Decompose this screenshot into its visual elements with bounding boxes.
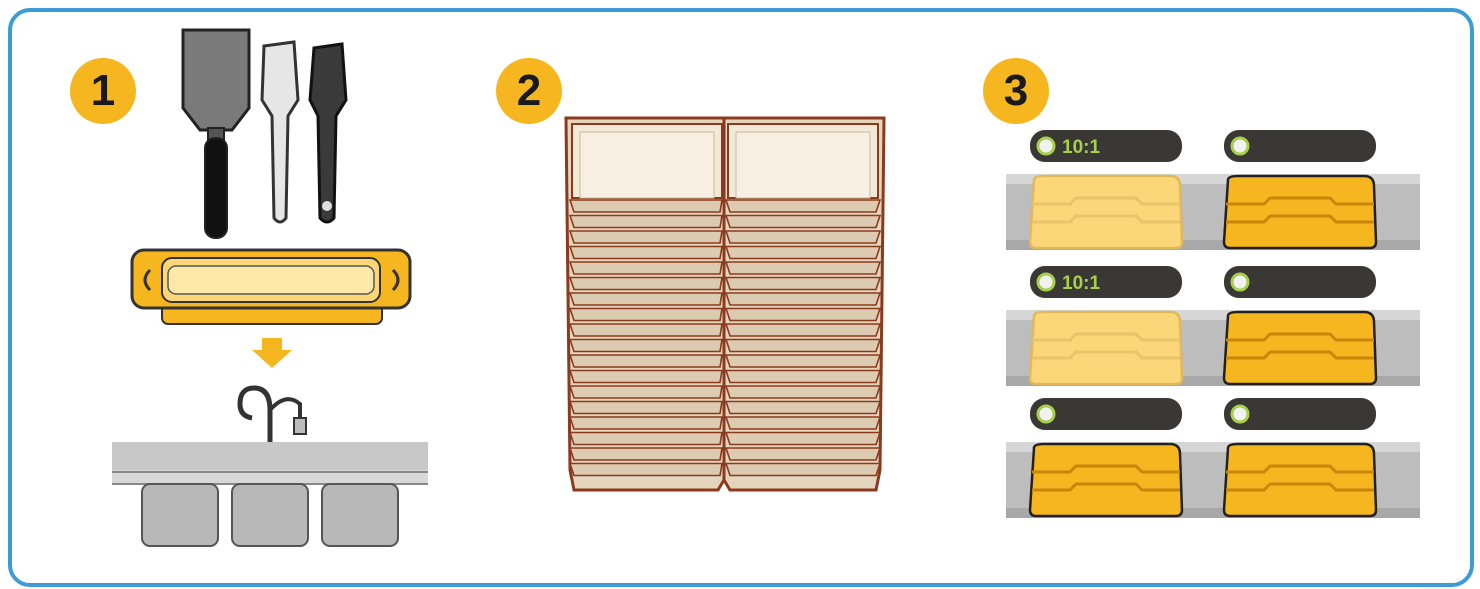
- arrow-down-icon: [252, 338, 292, 368]
- tray-edge: [726, 231, 880, 243]
- tray-edge: [570, 309, 722, 321]
- tray-edge: [726, 309, 880, 321]
- tray-edge: [726, 200, 880, 212]
- tray-edge: [726, 417, 880, 429]
- tray-edge: [726, 371, 880, 383]
- tray-edge: [726, 355, 880, 367]
- tray-edge: [570, 464, 722, 476]
- tray-edge: [570, 247, 722, 259]
- tray-edge: [570, 231, 722, 243]
- pan-light: [1030, 312, 1182, 384]
- timer-icon: [1232, 406, 1248, 422]
- timer-bar: [1224, 266, 1376, 298]
- tray-edge: [726, 293, 880, 305]
- timer-bar: 10:1: [1030, 266, 1182, 298]
- tray-edge: [726, 340, 880, 352]
- tray-edge: [570, 340, 722, 352]
- tray-edge: [570, 433, 722, 445]
- tray-edge: [570, 371, 722, 383]
- tray-edge: [570, 355, 722, 367]
- pan-light: [1030, 176, 1182, 248]
- tray-edge: [726, 402, 880, 414]
- tray-edge: [570, 324, 722, 336]
- scraper-icon: [262, 42, 298, 222]
- timer-icon: [1232, 274, 1248, 290]
- pan-full: [1030, 444, 1182, 516]
- timer-bar: [1224, 398, 1376, 430]
- pan-full: [1224, 444, 1376, 516]
- sink-icon: [112, 388, 428, 546]
- tray-edge: [726, 386, 880, 398]
- timer-bar: [1224, 130, 1376, 162]
- timer-icon: [1038, 406, 1054, 422]
- timer-text: 10:1: [1062, 273, 1100, 294]
- tray-stack-icon: [566, 118, 884, 490]
- tray-edge: [726, 216, 880, 228]
- tray-edge: [570, 386, 722, 398]
- spatula-icon: [183, 30, 249, 238]
- timer-bar: 10:1: [1030, 130, 1182, 162]
- black-scraper-icon: [310, 44, 346, 222]
- tray-edge: [726, 247, 880, 259]
- tray-edge: [570, 200, 722, 212]
- tray-edge: [726, 278, 880, 290]
- timer-text: 10:1: [1062, 137, 1100, 158]
- timer-bar: [1030, 398, 1182, 430]
- tray-edge: [570, 402, 722, 414]
- tray-edge: [726, 324, 880, 336]
- tray-edge: [570, 216, 722, 228]
- timer-icon: [1038, 274, 1054, 290]
- tray-edge: [570, 278, 722, 290]
- pan-icon: [132, 250, 410, 324]
- tray-edge: [726, 448, 880, 460]
- timer-icon: [1232, 138, 1248, 154]
- pan-full: [1224, 312, 1376, 384]
- tray-edge: [570, 417, 722, 429]
- tray-edge: [570, 262, 722, 274]
- tray-edge: [570, 448, 722, 460]
- utensils-group: [183, 30, 346, 238]
- pan-full: [1224, 176, 1376, 248]
- tray-edge: [726, 464, 880, 476]
- holding-cabinet: 10:1 10:1: [1006, 130, 1420, 518]
- tray-edge: [726, 433, 880, 445]
- tray-edge: [726, 262, 880, 274]
- timer-icon: [1038, 138, 1054, 154]
- tray-edge: [570, 293, 722, 305]
